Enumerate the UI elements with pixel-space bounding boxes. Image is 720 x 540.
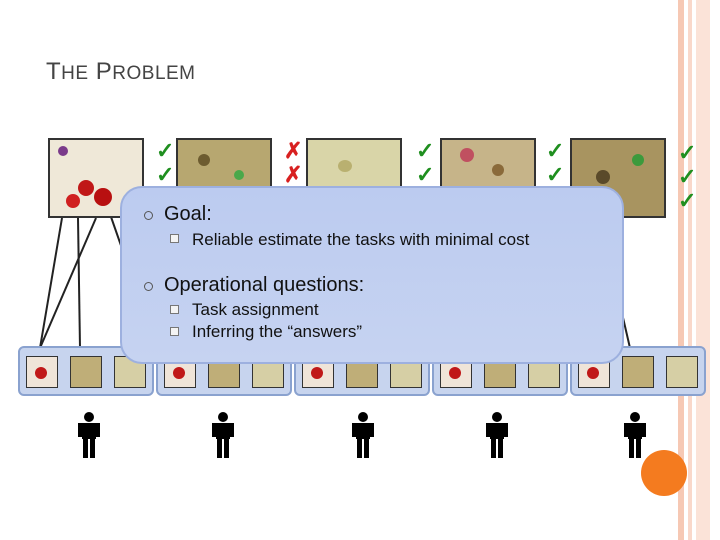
content-box: Goal: Reliable estimate the tasks with m… — [120, 186, 624, 364]
person-icon — [352, 412, 374, 458]
person-icon — [212, 412, 234, 458]
person-icon — [486, 412, 508, 458]
orange-dot-decoration — [641, 450, 687, 496]
checkmark-icon: ✓ — [416, 140, 434, 162]
checkmark-icon: ✓ — [678, 190, 696, 212]
subbullet-icon — [170, 327, 179, 336]
checkmark-icon: ✓ — [546, 164, 564, 186]
person-icon — [624, 412, 646, 458]
goal-label: Goal: — [164, 203, 212, 226]
checkmark-icon: ✓ — [546, 140, 564, 162]
person-icon — [78, 412, 100, 458]
checkmark-icon: ✓ — [416, 164, 434, 186]
subbullet-icon — [170, 234, 179, 243]
checkmark-icon: ✓ — [678, 166, 696, 188]
bullet-ring-icon — [144, 211, 153, 220]
bullet-ring-icon — [144, 282, 153, 291]
checkmark-icon: ✓ — [156, 164, 174, 186]
checkmark-icon: ✓ — [156, 140, 174, 162]
question-item: Inferring the “answers” — [192, 322, 362, 342]
cross-icon: ✗ — [284, 140, 302, 162]
questions-label: Operational questions: — [164, 274, 364, 297]
goal-item: Reliable estimate the tasks with minimal… — [192, 230, 529, 250]
question-item: Task assignment — [192, 300, 319, 320]
checkmark-icon: ✓ — [678, 142, 696, 164]
subbullet-icon — [170, 305, 179, 314]
cross-icon: ✗ — [284, 164, 302, 186]
